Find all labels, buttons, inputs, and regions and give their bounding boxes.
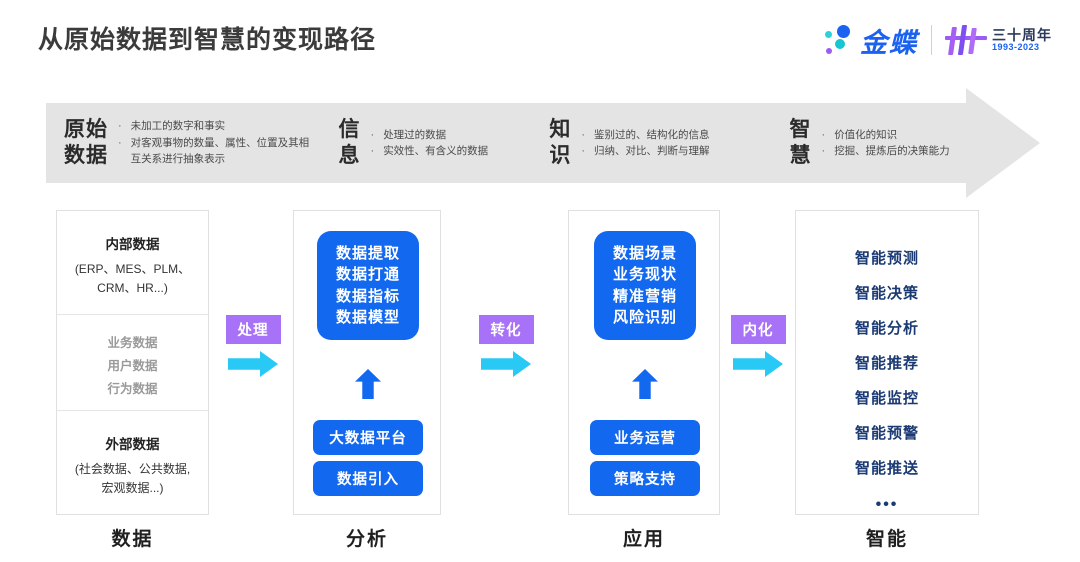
intelligence-item: 智能监控: [854, 390, 919, 407]
page-title: 从原始数据到智慧的变现路径: [38, 26, 377, 54]
banner-stage-title: 原始 数据: [64, 118, 108, 167]
banner-stage-information: 信 息 · 处理过的数据 · 实效性、有含义的数据: [339, 103, 550, 183]
application-pill-strategy-support: 策略支持: [590, 461, 700, 496]
intelligence-item: 智能分析: [854, 320, 919, 337]
connector-transformation: 转化: [475, 315, 537, 377]
banner-bullet-text: 实效性、有含义的数据: [383, 145, 489, 157]
brand-logo: 金蝶 三十周年 1993-2023: [822, 20, 1052, 60]
data-type-item: 行为数据: [107, 382, 158, 397]
bullet-icon: ·: [821, 145, 826, 157]
analysis-pill-data-ingest: 数据引入: [313, 461, 423, 496]
banner-bullet-text: 鉴别过的、结构化的信息: [593, 128, 710, 141]
external-data-title: 外部数据: [105, 437, 160, 452]
stage-label-intelligence: 智能: [865, 529, 908, 550]
bullet-icon: ·: [370, 145, 375, 157]
stage-card-application: 数据场景 业务现状 精准营销 风险识别 业务运营 策略支持: [568, 210, 720, 515]
right-arrow-icon: [228, 351, 278, 377]
right-arrow-icon: [733, 351, 783, 377]
banner-stage-knowledge: 知 识 · 鉴别过的、结构化的信息 · 归纳、对比、判断与理解: [549, 103, 789, 183]
right-arrow-icon: [481, 351, 531, 377]
banner-stage-bullets: · 价值化的知识 · 挖掘、提炼后的决策能力: [822, 127, 950, 160]
up-arrow-icon: [632, 369, 658, 399]
banner-stage-title: 智 慧: [789, 118, 812, 167]
external-data-subtitle: (社会数据、公共数据, 宏观数据...): [74, 462, 191, 495]
banner-bullet-text: 挖掘、提炼后的决策能力: [834, 145, 950, 157]
intelligence-item: 智能决策: [854, 285, 919, 302]
connector-processing: 处理: [222, 315, 284, 377]
bullet-icon: ·: [581, 128, 585, 141]
banner-stage-raw-data: 原始 数据 · 未加工的数字和事实 · 对客观事物的数量、属性、位置及其相互关系进行…: [46, 103, 339, 183]
bullet-icon: ·: [370, 128, 375, 141]
intelligence-item: 智能预警: [854, 425, 919, 442]
bullet-icon: ·: [118, 120, 122, 133]
stage-card-data: 内部数据 (ERP、MES、PLM、 CRM、HR...) 业务数据 用户数据 …: [56, 210, 209, 515]
application-capability-card: 数据场景 业务现状 精准营销 风险识别: [594, 231, 696, 341]
analysis-capability-card: 数据提取 数据打通 数据指标 数据模型: [317, 231, 419, 341]
analysis-pill-bigdata-platform: 大数据平台: [313, 420, 423, 455]
internal-data-subtitle: (ERP、MES、PLM、 CRM、HR...): [74, 262, 191, 295]
stage-label-analysis: 分析: [345, 529, 388, 550]
anniversary-badge: 三十周年 1993-2023: [945, 24, 1052, 56]
anniversary-mark-icon: [945, 24, 987, 56]
intelligence-item: 智能推荐: [854, 355, 919, 372]
anniversary-label: 三十周年: [992, 26, 1052, 43]
bullet-icon: ·: [118, 136, 122, 149]
banner-stage-wisdom: 智 慧 · 价值化的知识 · 挖掘、提炼后的决策能力: [790, 103, 966, 183]
banner-stage-title: 信 息: [338, 118, 361, 167]
kingdee-dots-icon: [822, 24, 856, 56]
maturity-arrow-banner: 原始 数据 · 未加工的数字和事实 · 对客观事物的数量、属性、位置及其相互关系进行…: [46, 88, 1040, 198]
anniversary-years: 1993-2023: [992, 41, 1040, 52]
data-type-item: 用户数据: [107, 359, 158, 374]
intelligence-item: 智能预测: [854, 250, 919, 267]
stage-card-analysis: 数据提取 数据打通 数据指标 数据模型 大数据平台 数据引入: [293, 210, 441, 515]
stage-label-application: 应用: [622, 529, 665, 550]
connector-internalization: 内化: [727, 315, 789, 377]
internal-data-block: 内部数据 (ERP、MES、PLM、 CRM、HR...): [57, 211, 208, 315]
banner-bullet-text: 未加工的数字和事实: [130, 120, 226, 133]
up-arrow-icon: [355, 369, 381, 399]
connector-tag-label: 转化: [478, 315, 534, 344]
banner-stage-bullets: · 未加工的数字和事实 · 对客观事物的数量、属性、位置及其相互关系进行抽象表示: [118, 118, 316, 167]
banner-stage-title: 知 识: [549, 118, 572, 167]
connector-tag-label: 内化: [730, 315, 786, 344]
banner-arrow-shape: [46, 88, 1040, 198]
intelligence-ellipsis: •••: [875, 496, 899, 513]
connector-tag-label: 处理: [225, 315, 281, 344]
intelligence-capability-list: 智能预测 智能决策 智能分析 智能推荐 智能监控 智能预警 智能推送 •••: [796, 211, 978, 514]
stage-label-data: 数据: [111, 529, 154, 550]
data-types-block: 业务数据 用户数据 行为数据: [57, 315, 208, 411]
brand-name: 金蝶: [860, 27, 918, 58]
intelligence-item: 智能推送: [854, 460, 919, 477]
banner-bullet-text: 处理过的数据: [383, 128, 447, 141]
external-data-block: 外部数据 (社会数据、公共数据, 宏观数据...): [57, 411, 208, 497]
banner-bullet-text: 归纳、对比、判断与理解: [593, 145, 710, 157]
bullet-icon: ·: [581, 145, 585, 157]
banner-bullet-text: 对客观事物的数量、属性、位置及其相互关系进行抽象表示: [130, 136, 310, 166]
bullet-icon: ·: [821, 128, 826, 141]
application-pill-business-ops: 业务运营: [590, 420, 700, 455]
data-type-item: 业务数据: [107, 336, 158, 350]
banner-bullet-text: 价值化的知识: [834, 128, 898, 141]
banner-stage-bullets: · 处理过的数据 · 实效性、有含义的数据: [371, 127, 489, 160]
banner-stage-bullets: · 鉴别过的、结构化的信息 · 归纳、对比、判断与理解: [581, 127, 709, 160]
internal-data-title: 内部数据: [105, 237, 160, 252]
stage-card-intelligence: 智能预测 智能决策 智能分析 智能推荐 智能监控 智能预警 智能推送 •••: [795, 210, 979, 515]
logo-divider: [931, 25, 932, 55]
